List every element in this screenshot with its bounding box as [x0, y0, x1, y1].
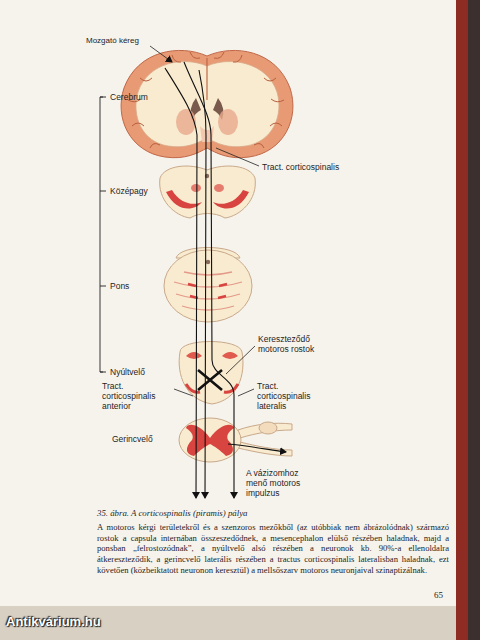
book-cover-edge [456, 0, 468, 640]
tract-label: Tract. corticospinalis lateralis [257, 381, 329, 412]
tract-label: Tract. corticospinalis anterior [102, 381, 172, 412]
level-label: Pons [110, 281, 129, 291]
page-number: 65 [434, 590, 443, 601]
tract-fibres [165, 62, 286, 498]
level-label: Középagy [110, 186, 148, 196]
figure-caption: 35. ábra. A corticospinalis (piramis) pá… [97, 508, 449, 519]
tract-label: Kereszteződő motoros rostok [258, 334, 340, 354]
paper [0, 0, 456, 606]
watermark: Antikvárium.hu [6, 614, 101, 630]
level-label: Cerebrum [110, 92, 148, 102]
caption-body: A motoros kérgi területekről és a szenzo… [97, 522, 449, 576]
impulse-label: A vázizomhoz menő motoros impulzus [246, 468, 310, 499]
midbrain-section [160, 166, 256, 218]
tract-label: Tract. corticospinalis [262, 162, 372, 172]
leader-lines [100, 46, 259, 396]
cerebrum-section [121, 50, 293, 157]
level-label: Nyúltvelő [110, 367, 145, 377]
region-label: Mozgató kéreg [86, 36, 139, 46]
level-label: Gerincvelő [112, 434, 153, 444]
book-cover [468, 0, 480, 640]
table [0, 606, 480, 640]
pons-section [164, 248, 252, 323]
